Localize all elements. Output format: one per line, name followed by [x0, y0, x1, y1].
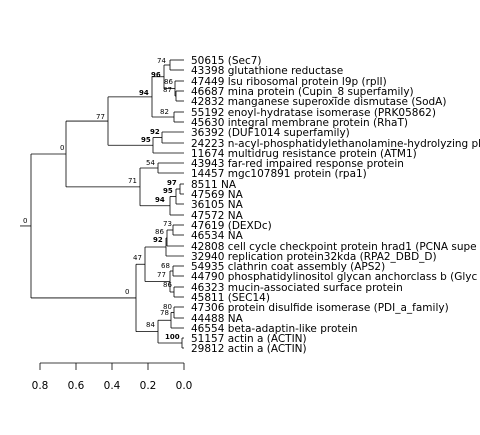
bootstrap-value: 92: [150, 128, 160, 136]
leaf-label: 36392 (DUF1014 superfamily): [191, 127, 350, 139]
leaf-label: 44488 NA: [191, 313, 244, 325]
bootstrap-value: 82: [160, 108, 169, 116]
bootstrap-value: 84: [146, 321, 155, 329]
leaf-label: 42808 cell cycle checkpoint protein hrad…: [191, 241, 477, 253]
bootstrap-value: 54: [146, 159, 155, 167]
leaf-label: 47619 (DEXDc): [191, 220, 272, 232]
leaf-label: 55192 enoyl-hydratase isomerase (PRK0586…: [191, 107, 436, 119]
bootstrap-value: 87: [163, 86, 172, 94]
leaf-label: 14457 mgc107891 protein (rpa1): [191, 168, 367, 180]
bootstrap-value: 96: [151, 71, 161, 79]
bootstrap-value: 73: [163, 220, 172, 228]
leaf-label: 50615 (Sec7): [191, 55, 262, 67]
tree-branches: [20, 59, 184, 349]
leaf-label: 43943 far-red impaired response protein: [191, 158, 404, 170]
scale-tick-label: 0.8: [32, 380, 49, 392]
leaf-label: 46687 mina protein (Cupin_8 superfamily): [191, 86, 414, 98]
bootstrap-value: 71: [128, 177, 137, 185]
bootstrap-value: 94: [139, 89, 149, 97]
scale-tick-label: 0.6: [68, 380, 85, 392]
bootstrap-value: 0: [23, 217, 27, 225]
bootstrap-value: 86: [155, 228, 164, 236]
bootstrap-value: 80: [163, 303, 172, 311]
leaf-label: 45811 (SEC14): [191, 292, 270, 304]
bootstrap-value: 94: [155, 196, 165, 204]
bootstrap-values: 74 96 86 87 94 82 77 92 95 0 54 97 95 94…: [23, 57, 180, 341]
leaf-label: 29812 actin a (ACTIN): [191, 343, 307, 355]
bootstrap-value: 92: [153, 236, 163, 244]
leaf-label: 47449 lsu ribosomal protein l9p (rplI): [191, 76, 387, 88]
bootstrap-value: 86: [164, 78, 173, 86]
leaf-label: 46534 NA: [191, 230, 244, 242]
leaf-label: 45630 integral membrane protein (RhaT): [191, 117, 408, 129]
leaf-label: 46554 beta-adaptin-like protein: [191, 323, 358, 335]
bootstrap-value: 0: [125, 288, 129, 296]
leaf-label: 11674 multidrug resistance protein (ATM1…: [191, 148, 417, 160]
leaf-label: 54935 clathrin coat assembly (APS2): [191, 261, 385, 273]
scale-axis: 0.8 0.6 0.4 0.2 0.0: [32, 362, 193, 392]
leaf-label: 44790 phosphatidylinositol glycan anchor…: [191, 271, 478, 283]
bootstrap-value: 100: [165, 333, 180, 341]
bootstrap-value: 78: [160, 309, 169, 317]
bootstrap-value: 47: [133, 254, 142, 262]
leaf-label: 36105 NA: [191, 199, 244, 211]
leaf-labels: 50615 (Sec7) 43398 glutathione reductase…: [191, 55, 480, 355]
scale-tick-label: 0.0: [176, 380, 193, 392]
bootstrap-value: 97: [167, 179, 177, 187]
leaf-label: 42832 manganese superoxide dismutase (So…: [191, 96, 446, 108]
leaf-label: 47572 NA: [191, 210, 244, 222]
bootstrap-value: 86: [163, 281, 172, 289]
leaf-label: 51157 actin a (ACTIN): [191, 333, 307, 345]
bootstrap-value: 74: [157, 57, 166, 65]
scale-tick-label: 0.4: [104, 380, 121, 392]
bootstrap-value: 95: [141, 136, 151, 144]
bootstrap-value: 95: [163, 187, 173, 195]
leaf-label: 8511 NA: [191, 179, 237, 191]
scale-tick-label: 0.2: [140, 380, 157, 392]
leaf-label: 24223 n-acyl-phosphatidylethanolamine-hy…: [191, 138, 480, 150]
bootstrap-value: 0: [60, 144, 64, 152]
leaf-label: 47306 protein disulfide isomerase (PDI_a…: [191, 302, 449, 314]
bootstrap-value: 77: [96, 113, 105, 121]
bootstrap-value: 77: [157, 271, 166, 279]
leaf-label: 32940 replication protein32kda (RPA2_DBD…: [191, 251, 437, 263]
leaf-label: 43398 glutathione reductase: [191, 65, 343, 77]
leaf-label: 46323 mucin-associated surface protein: [191, 282, 403, 294]
leaf-label: 47569 NA: [191, 189, 244, 201]
bootstrap-value: 68: [161, 262, 170, 270]
